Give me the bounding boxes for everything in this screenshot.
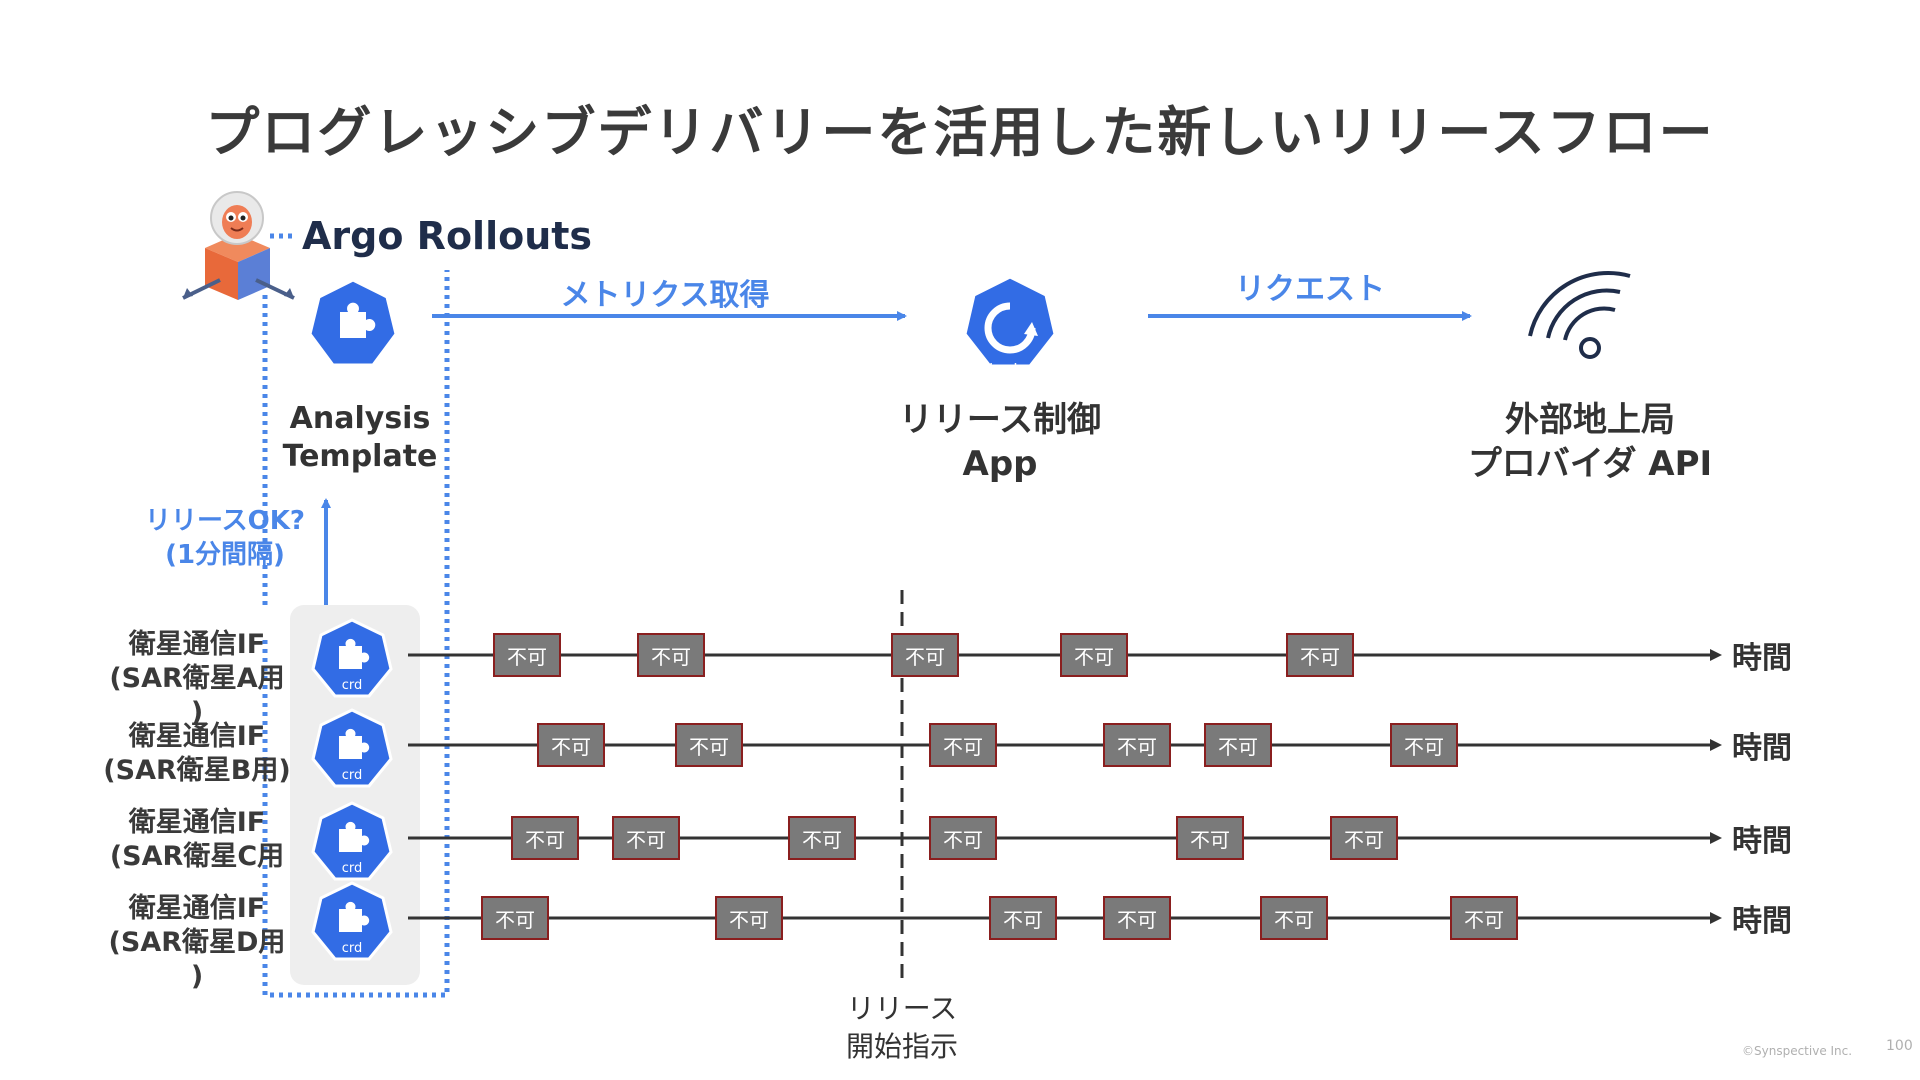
puzzle-icon bbox=[339, 821, 370, 852]
blocked-marker: 不可 bbox=[511, 816, 579, 860]
ground-station-api-label: 外部地上局 プロバイダ API bbox=[1467, 400, 1713, 484]
page-title: プログレッシブデリバリーを活用した新しいリリースフロー bbox=[205, 101, 1715, 164]
blocked-marker: 不可 bbox=[637, 633, 705, 677]
blocked-marker: 不可 bbox=[1060, 633, 1128, 677]
blocked-marker: 不可 bbox=[1286, 633, 1354, 677]
blocked-marker: 不可 bbox=[675, 723, 743, 767]
time-axis-label-4: 時間 bbox=[1732, 904, 1792, 939]
time-axis-label-2: 時間 bbox=[1732, 731, 1792, 766]
blocked-marker: 不可 bbox=[715, 896, 783, 940]
analysis-crd-badge: crd bbox=[318, 368, 344, 387]
lane-crd-badge: crd bbox=[341, 861, 363, 876]
release-start-label: リリース 開始指示 bbox=[845, 992, 958, 1063]
time-axis-label-1: 時間 bbox=[1732, 641, 1792, 676]
puzzle-icon bbox=[339, 728, 370, 759]
puzzle-icon bbox=[339, 638, 370, 669]
blocked-marker: 不可 bbox=[1103, 896, 1171, 940]
blocked-marker: 不可 bbox=[612, 816, 680, 860]
request-label: リクエスト bbox=[1235, 272, 1385, 307]
lane-label-4: 衛星通信IF(SAR衛星D用) bbox=[108, 893, 286, 992]
puzzle-icon bbox=[339, 901, 370, 932]
argo-rollouts-label: Argo Rollouts bbox=[302, 214, 593, 258]
timeline-arrowhead-2 bbox=[1710, 739, 1722, 751]
signal-icon bbox=[1528, 270, 1631, 359]
copyright: ©Synspective Inc. bbox=[1742, 1044, 1853, 1058]
blocked-marker: 不可 bbox=[537, 723, 605, 767]
release-ok-label: リリースOK? (1分間隔) bbox=[144, 506, 306, 570]
timeline-arrowhead-3 bbox=[1710, 832, 1722, 844]
blocked-marker: 不可 bbox=[1330, 816, 1398, 860]
blocked-marker: 不可 bbox=[929, 816, 997, 860]
blocked-marker: 不可 bbox=[1260, 896, 1328, 940]
blocked-marker: 不可 bbox=[989, 896, 1057, 940]
blocked-marker: 不可 bbox=[788, 816, 856, 860]
analysis-template-label: Analysis Template bbox=[282, 401, 438, 474]
blocked-marker: 不可 bbox=[891, 633, 959, 677]
deploy-badge: deploy bbox=[983, 360, 1037, 379]
argo-octopus-icon bbox=[182, 191, 295, 300]
blocked-marker: 不可 bbox=[1103, 723, 1171, 767]
blocked-marker: 不可 bbox=[493, 633, 561, 677]
lane-icon-panel bbox=[290, 605, 420, 985]
timeline-arrowhead-4 bbox=[1710, 912, 1722, 924]
blocked-marker: 不可 bbox=[1176, 816, 1244, 860]
blocked-marker: 不可 bbox=[481, 896, 549, 940]
page-number: 100 bbox=[1886, 1038, 1913, 1054]
deploy-icon bbox=[963, 275, 1057, 368]
blocked-marker: 不可 bbox=[1390, 723, 1458, 767]
lane-label-2: 衛星通信IF(SAR衛星B用) bbox=[103, 721, 291, 786]
blocked-marker: 不可 bbox=[1204, 723, 1272, 767]
lane-crd-badge: crd bbox=[341, 678, 363, 693]
blocked-marker: 不可 bbox=[1450, 896, 1518, 940]
timeline-arrowhead-1 bbox=[1710, 649, 1722, 661]
lane-crd-badge: crd bbox=[341, 768, 363, 783]
blocked-marker: 不可 bbox=[929, 723, 997, 767]
lane-label-3: 衛星通信IF(SAR衛星C用 bbox=[109, 807, 285, 872]
metrics-label: メトリクス取得 bbox=[560, 278, 770, 313]
release-control-app-label: リリース制御 App bbox=[898, 400, 1102, 484]
lane-label-1: 衛星通信IF(SAR衛星A用) bbox=[109, 629, 285, 728]
analysis-template-crd-icon bbox=[308, 278, 398, 367]
time-axis-label-3: 時間 bbox=[1732, 824, 1792, 859]
lane-crd-badge: crd bbox=[341, 941, 363, 956]
